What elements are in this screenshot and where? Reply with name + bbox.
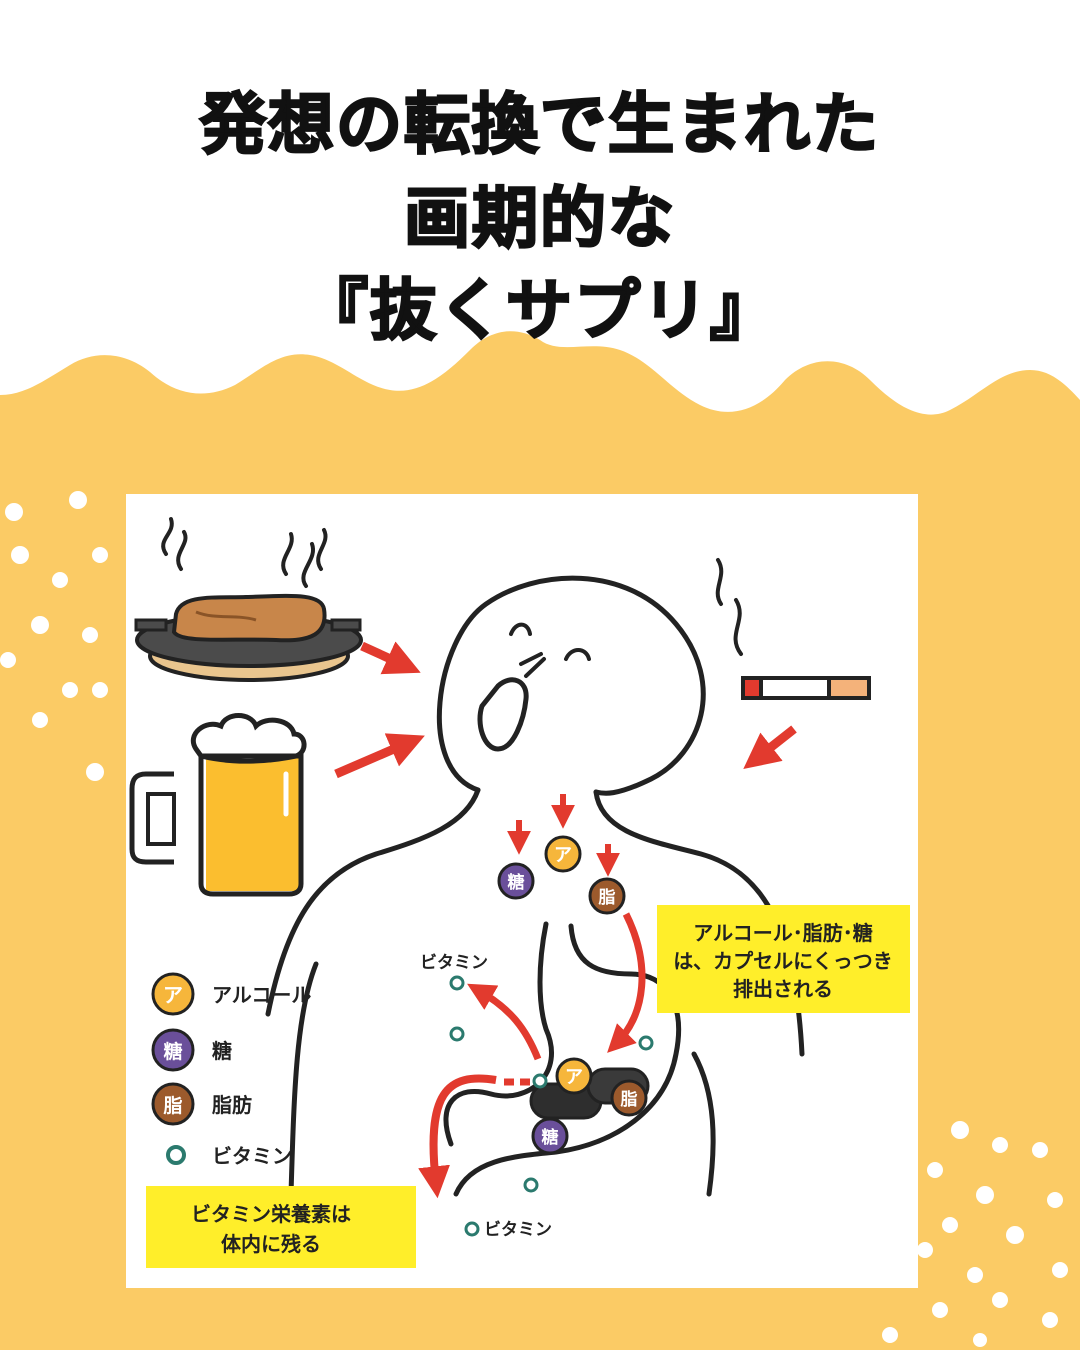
svg-text:排出される: 排出される [733, 977, 833, 1001]
svg-text:アルコール: アルコール [212, 983, 311, 1007]
svg-text:糖: 糖 [163, 1040, 182, 1063]
arrow-steak [360, 641, 421, 675]
vitamin-dots [449, 975, 654, 1237]
svg-text:脂: 脂 [621, 1090, 638, 1110]
svg-text:脂: 脂 [163, 1095, 182, 1117]
cigarette-icon [715, 558, 871, 700]
capsule-cluster: ア 脂 糖 [529, 1057, 650, 1155]
arrow-cigarette [743, 725, 797, 770]
legend-fat: 脂 脂肪 [151, 1082, 252, 1126]
svg-text:糖: 糖 [542, 1127, 559, 1148]
diagram-panel: ア 糖 脂 ア 脂 糖 [126, 494, 918, 1288]
arrow-beer [334, 733, 425, 779]
callout-vitamin: ビタミン栄養素は 体内に残る [146, 1186, 416, 1268]
svg-text:体内に残る: 体内に残る [221, 1232, 321, 1256]
dots-left [0, 491, 108, 781]
svg-text:糖: 糖 [508, 872, 525, 893]
cloud-shape [0, 0, 1080, 415]
svg-text:糖: 糖 [212, 1039, 232, 1063]
svg-text:ア: ア [554, 845, 572, 866]
vitamin-label-top: ビタミン [420, 953, 488, 973]
legend-alcohol: ア アルコール [151, 972, 311, 1016]
steak-icon [134, 517, 363, 682]
legend-sugar: 糖 糖 [151, 1028, 232, 1072]
legend: ア アルコール 糖 糖 脂 脂肪 ビタミン [151, 972, 311, 1168]
diagram-svg: ア 糖 脂 ア 脂 糖 [129, 517, 910, 1268]
badge-fat-top: 脂 [588, 877, 626, 915]
svg-text:ア: ア [565, 1067, 583, 1088]
svg-text:ビタミン栄養素は: ビタミン栄養素は [191, 1202, 351, 1226]
dots-right [882, 1121, 1068, 1347]
svg-text:は、カプセルにくっつき: は、カプセルにくっつき [673, 949, 893, 973]
svg-text:脂肪: 脂肪 [212, 1093, 252, 1117]
intake-arrows [334, 641, 797, 779]
title-line-3: 『抜くサプリ』 [301, 272, 778, 349]
callout-capsule: アルコール･脂肪･糖 は、カプセルにくっつき 排出される [657, 905, 910, 1013]
badge-alcohol-top: ア [544, 835, 582, 873]
arrow-fat-to-capsule [607, 912, 646, 1053]
badge-sugar-top: 糖 [497, 862, 535, 900]
svg-text:ビタミン: ビタミン [212, 1144, 292, 1168]
svg-text:アルコール･脂肪･糖: アルコール･脂肪･糖 [693, 921, 872, 945]
arrow-vitamin-up [467, 983, 542, 1061]
svg-text:脂: 脂 [599, 888, 616, 908]
legend-vitamin: ビタミン [166, 1144, 292, 1168]
svg-text:ア: ア [163, 983, 183, 1007]
title-line-2: 画期的な [403, 180, 676, 257]
beer-mug-icon [129, 713, 307, 897]
arrow-vitamin-out [418, 1074, 497, 1199]
vitamin-label-bottom: ビタミン [484, 1220, 552, 1240]
down-arrows [507, 794, 620, 877]
title-line-1: 発想の転換で生まれた [199, 86, 880, 163]
